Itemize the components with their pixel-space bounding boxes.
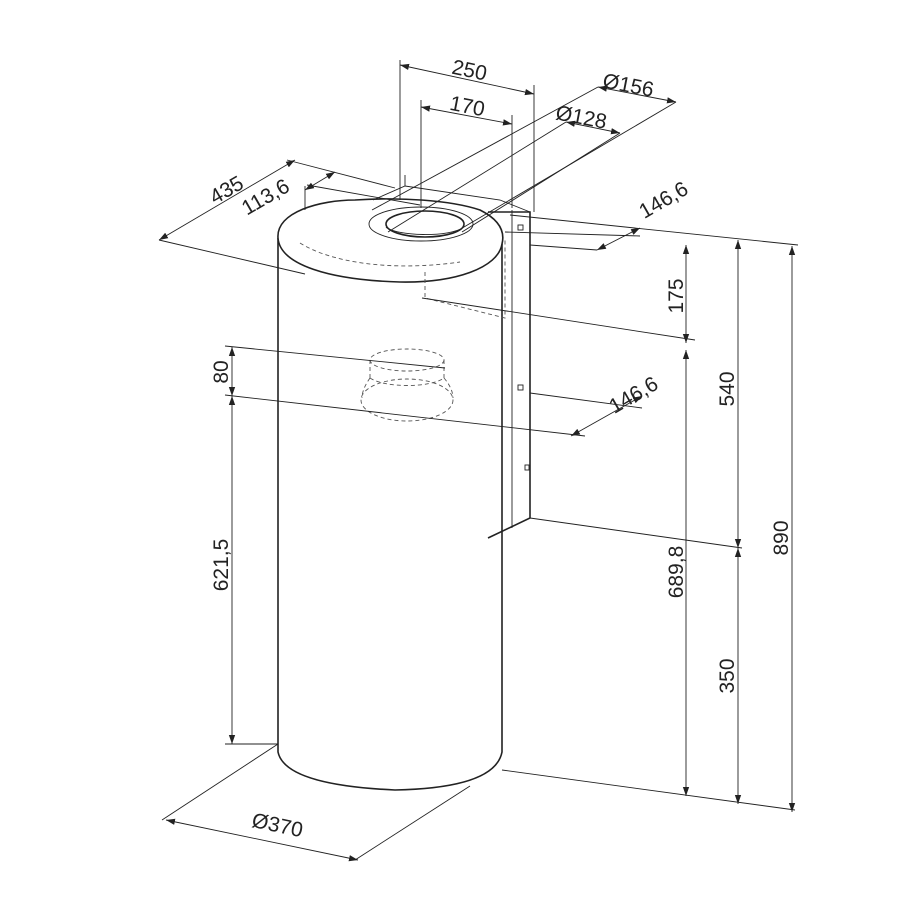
cylinder-top-cap [277, 198, 504, 283]
top-outlet-shadow [385, 226, 465, 235]
label-diam-128: Ø128 [554, 101, 609, 133]
label-height-350: 350 [716, 658, 739, 693]
cylinder-outline [277, 238, 503, 791]
label-diam-370: Ø370 [250, 809, 305, 842]
label-height-175: 175 [665, 278, 688, 313]
wall-bracket [487, 211, 531, 539]
hidden-top-arc [299, 242, 461, 267]
label-height-689-8: 689,8 [665, 546, 688, 599]
label-height-80: 80 [210, 360, 233, 383]
label-offset-146-6-top: 146,6 [635, 177, 692, 223]
bracket-screw-low [524, 464, 530, 471]
top-duct-slab [372, 185, 531, 213]
label-diam-156: Ø156 [601, 69, 656, 101]
dimension-arrows [158, 63, 796, 862]
label-offset-146-6-mid: 146,6 [605, 372, 662, 418]
bracket-screw-top [517, 224, 524, 231]
label-offset-113-6: 113,6 [238, 175, 294, 220]
mid-duct-collar [360, 348, 454, 422]
extension-lines [158, 60, 799, 861]
hood-body [277, 175, 531, 791]
top-outlet-ring-inner [385, 210, 465, 238]
label-width-250: 250 [450, 56, 489, 86]
label-height-890: 890 [770, 520, 793, 555]
bracket-screw-mid [517, 384, 524, 391]
dimension-labels: 250 170 Ø156 Ø128 435 113,6 146,6 175 54… [206, 56, 793, 842]
hidden-top-outline [424, 238, 506, 319]
label-width-170: 170 [448, 92, 487, 121]
label-height-621-5: 621,5 [210, 539, 233, 592]
label-height-540: 540 [716, 371, 739, 406]
